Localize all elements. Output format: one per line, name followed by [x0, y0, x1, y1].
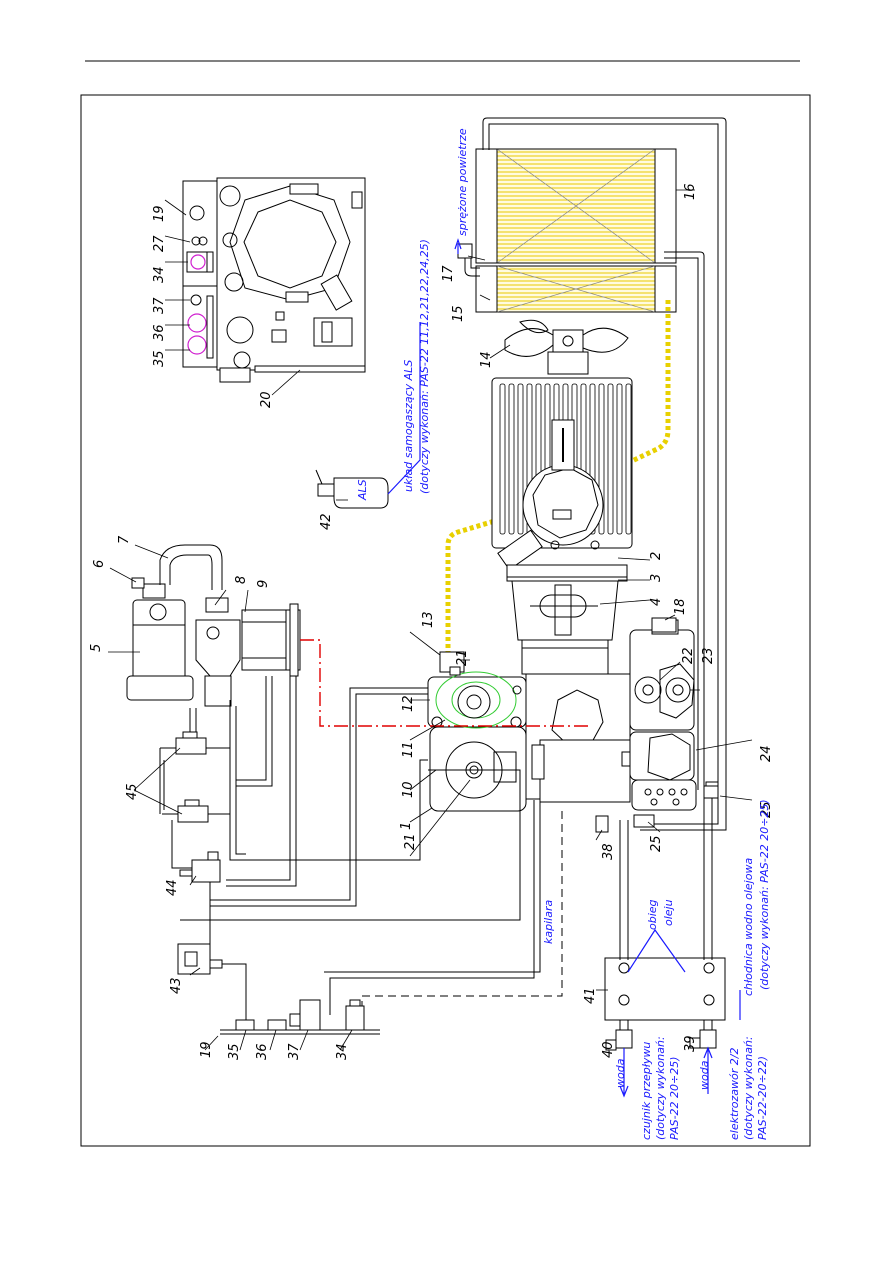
label-16: 16	[683, 183, 698, 200]
label-1: 1	[399, 822, 414, 830]
cooler-15	[475, 265, 677, 313]
note-capillary: kapilara	[542, 900, 555, 944]
coupling-housing-3	[511, 580, 619, 675]
label-15: 15	[451, 305, 466, 322]
label-45: 45	[125, 783, 140, 800]
label-36b: 36	[255, 1043, 270, 1060]
note-als-tag: ALS	[356, 479, 369, 501]
label-44: 44	[165, 879, 180, 896]
note-oil-circuit-1: obieg	[646, 899, 659, 930]
note-oil-circuit-2: oleju	[662, 899, 675, 926]
note-oil-cooler-title: chłodnica wodno olejowa	[742, 858, 755, 996]
label-34a: 34	[152, 266, 167, 283]
annotations: sprężone powietrze układ samogaszący ALS…	[356, 128, 771, 1140]
label-23: 23	[701, 647, 716, 664]
label-41: 41	[583, 987, 598, 1004]
label-21b: 21	[403, 833, 418, 850]
compressor-block	[427, 651, 641, 812]
part-number-labels: 19 27 34 37 36 35 20 6 7 8 9 5 42 13 21 …	[89, 183, 774, 1060]
label-42: 42	[319, 513, 334, 530]
label-37a: 37	[152, 297, 167, 314]
note-flow-sensor-1: czujnik przepływu	[640, 1042, 653, 1140]
label-40: 40	[601, 1041, 616, 1058]
label-20: 20	[259, 391, 274, 408]
label-24: 24	[759, 745, 774, 762]
label-10: 10	[401, 781, 416, 798]
solenoid-valve-45-upper	[160, 731, 230, 755]
label-22: 22	[681, 647, 696, 664]
note-water-1: woda	[614, 1058, 627, 1088]
label-36a: 36	[152, 324, 167, 341]
label-19a: 19	[152, 205, 167, 222]
note-valve-1: elektrozawór 2/2	[728, 1048, 741, 1141]
label-25b: 25	[649, 835, 664, 852]
hose-15-motor	[628, 300, 671, 465]
label-9: 9	[256, 580, 271, 588]
label-12: 12	[401, 695, 416, 712]
label-6: 6	[92, 560, 107, 568]
note-als-scope: (dotyczy wykonań: PAS-22 11,12,21,22,24,…	[418, 239, 431, 494]
fitting-25	[703, 785, 719, 799]
note-water-2: woda	[698, 1060, 711, 1090]
note-als-title: układ samogaszący ALS	[402, 360, 415, 492]
capillary-line	[361, 811, 563, 1010]
drain-valve-38	[595, 815, 609, 833]
control-panel-20	[182, 177, 366, 383]
leader-lines	[108, 189, 753, 1051]
label-11: 11	[401, 741, 416, 758]
label-38: 38	[601, 843, 616, 860]
label-39: 39	[683, 1035, 698, 1052]
label-13: 13	[421, 611, 436, 628]
fitting-18	[651, 617, 677, 633]
label-25a: 25	[759, 801, 774, 818]
valve-44	[179, 851, 221, 883]
label-37b: 37	[287, 1043, 302, 1060]
label-8: 8	[234, 576, 249, 584]
label-34b: 34	[335, 1043, 350, 1060]
label-5: 5	[89, 644, 104, 652]
label-7: 7	[117, 535, 132, 544]
label-2: 2	[649, 552, 664, 560]
note-flow-sensor-3: PAS-22 20÷25)	[668, 1056, 681, 1140]
cooler-16	[475, 148, 677, 264]
air-filter-5	[126, 583, 194, 701]
label-43: 43	[169, 977, 184, 994]
hose-7	[159, 544, 223, 590]
label-19b: 19	[199, 1041, 214, 1058]
fan-14	[504, 319, 629, 375]
label-27: 27	[152, 235, 167, 252]
clamp-6	[131, 577, 145, 589]
label-18: 18	[673, 598, 688, 615]
label-35a: 35	[152, 350, 167, 367]
note-flow-sensor-2: (dotyczy wykonań:	[654, 1036, 667, 1140]
label-35b: 35	[227, 1043, 242, 1060]
electric-motor-2	[491, 377, 633, 582]
label-3: 3	[649, 574, 664, 582]
label-4: 4	[649, 598, 664, 606]
hose-13	[445, 517, 499, 655]
solenoid-valve-45-lower	[162, 799, 230, 823]
label-17: 17	[441, 265, 456, 282]
flow-sensor-40	[605, 1029, 633, 1051]
note-valve-2: (dotyczy wykonań:	[742, 1036, 755, 1140]
label-14: 14	[479, 351, 494, 368]
sensor-rail-19	[220, 999, 380, 1035]
intake-flange-9	[241, 603, 301, 677]
water-oil-cooler-41	[604, 957, 726, 1021]
label-21a: 21	[455, 649, 470, 666]
als-extinguisher-42	[315, 469, 389, 509]
control-line-red	[300, 639, 590, 727]
note-valve-3: PAS-22-20÷22)	[756, 1056, 769, 1140]
intake-valve-8	[195, 619, 241, 707]
note-compressed-air: sprężone powietrze	[456, 128, 469, 236]
drawing-frame	[80, 94, 811, 1147]
pressure-switch-43	[177, 943, 223, 975]
note-oil-cooler-scope: (dotyczy wykonań: PAS-22 20÷25)	[758, 799, 771, 990]
